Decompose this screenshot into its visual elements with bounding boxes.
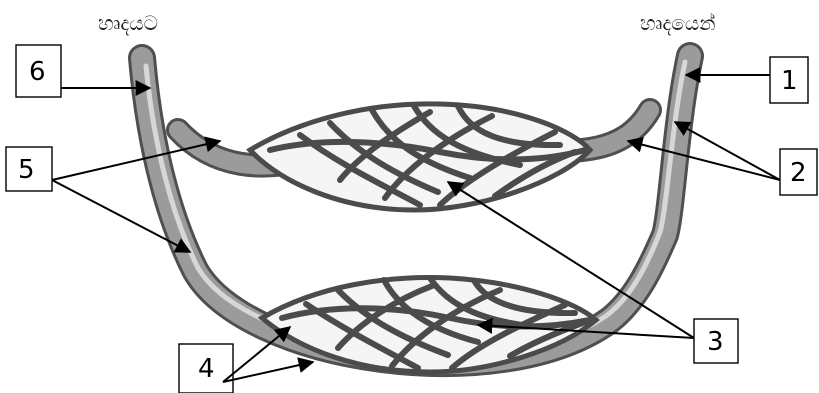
- label-2-arrow-lower: [675, 122, 780, 180]
- label-4-text: 4: [198, 354, 215, 384]
- label-1-group: 1: [686, 57, 808, 103]
- label-5-arrow-upper: [52, 141, 220, 180]
- from-heart-heading: හෘදයෙන්: [640, 11, 715, 35]
- label-3-text: 3: [707, 327, 724, 357]
- label-2-group: 2: [628, 122, 817, 195]
- to-heart-heading: හෘදයට: [98, 11, 158, 35]
- label-2-text: 2: [790, 158, 807, 188]
- label-5-text: 5: [18, 155, 35, 185]
- vessel-network: [142, 56, 690, 372]
- label-2-arrow-upper: [628, 141, 780, 180]
- label-1-text: 1: [781, 66, 798, 96]
- label-6-text: 6: [29, 57, 46, 87]
